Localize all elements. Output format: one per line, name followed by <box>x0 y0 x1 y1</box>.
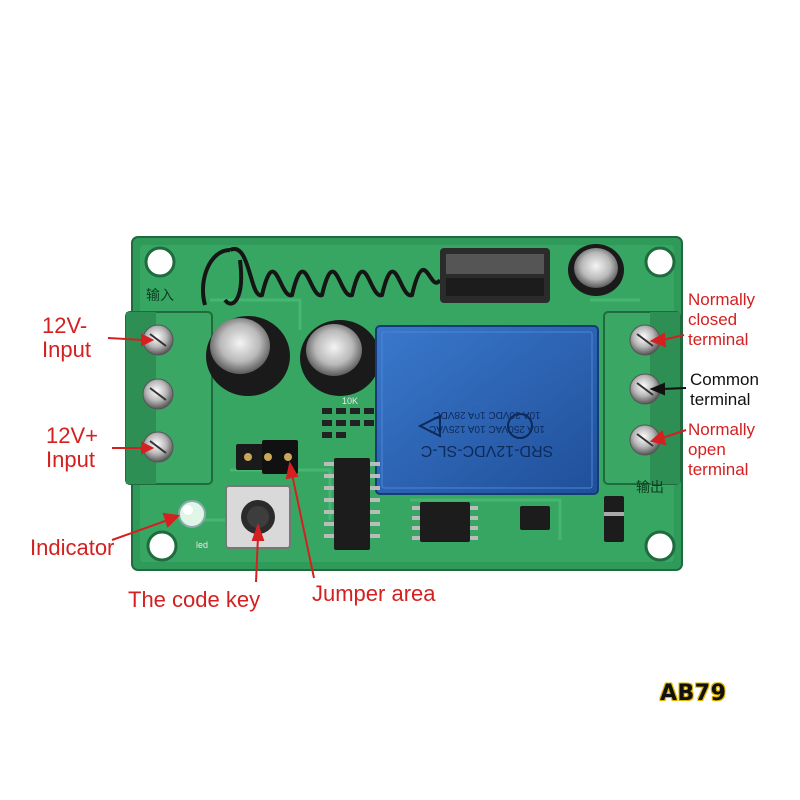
annotation-arrows <box>107 332 687 583</box>
diode <box>604 496 624 542</box>
label-normally-open: Normally open terminal <box>688 420 755 480</box>
label-nc-line1: Normally <box>688 290 756 309</box>
indicator-led <box>178 500 206 528</box>
label-indicator: Indicator <box>30 535 115 560</box>
label-common-terminal: Common terminal <box>690 370 759 410</box>
small-capacitor <box>568 244 624 296</box>
code-key-button[interactable] <box>225 485 291 549</box>
jumper-header[interactable] <box>236 440 298 474</box>
led-silk-label: led <box>196 540 208 550</box>
label-no-line1: Normally <box>688 420 756 439</box>
relay-rating-2: 10A 30VDC 10A 28VDC <box>433 409 540 420</box>
label-nc-line2: closed <box>688 310 738 329</box>
output-silk-label: 输出 <box>636 480 664 496</box>
mounting-hole <box>644 530 676 562</box>
label-com-line2: terminal <box>690 390 751 409</box>
label-12v-plus-line2: Input <box>46 447 95 472</box>
transistor <box>520 506 550 530</box>
brand-mark: AB79 <box>660 681 727 706</box>
antenna-coil <box>201 246 442 306</box>
small-ic <box>412 502 478 542</box>
annotation-arrow-common <box>649 382 687 396</box>
label-normally-closed: Normally closed terminal <box>688 290 755 350</box>
label-12v-minus: 12V- Input <box>42 314 91 362</box>
label-nc-line3: terminal <box>688 330 749 349</box>
mounting-hole <box>644 246 676 278</box>
smd-resistors <box>322 408 374 438</box>
label-12v-minus-line2: Input <box>42 337 91 362</box>
cqc-mark <box>507 413 533 439</box>
rf-module-block <box>440 248 550 303</box>
capacitor-2 <box>300 320 380 396</box>
relay-model-text: SRD-12VDC-SL-C <box>421 442 553 459</box>
label-no-line3: terminal <box>688 460 749 479</box>
label-12v-minus-line1: 12V- <box>42 313 88 338</box>
label-12v-plus-line1: 12V+ <box>46 423 98 448</box>
relay-rating-1: 10A 250VAC 10A 125VAC <box>429 423 545 434</box>
label-com-line1: Common <box>690 370 759 389</box>
label-12v-plus: 12V+ Input <box>46 424 98 472</box>
input-terminal-block <box>125 311 213 485</box>
input-silk-label: 输入 <box>146 288 174 304</box>
resistor-label: 10K <box>342 396 358 406</box>
relay: SRD-12VDC-SL-C 10A 250VAC 10A 125VAC 10A… <box>375 325 599 495</box>
capacitor-1 <box>206 316 290 396</box>
decoder-chip <box>324 458 380 550</box>
label-jumper-area: Jumper area <box>312 581 436 606</box>
mounting-hole <box>144 246 176 278</box>
label-code-key: The code key <box>128 587 261 612</box>
mounting-hole <box>146 530 178 562</box>
label-no-line2: open <box>688 440 726 459</box>
